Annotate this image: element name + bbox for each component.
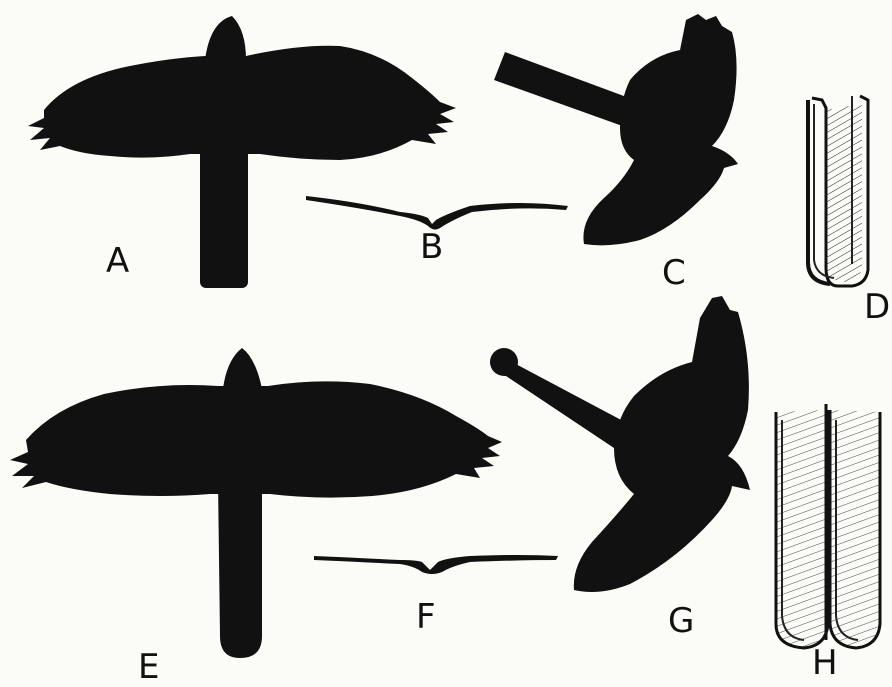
- hawk-side-silhouette-long-tail-icon: [490, 296, 750, 592]
- figure-label-h: H: [812, 646, 838, 680]
- figure-label-e: E: [138, 650, 159, 684]
- figure-label-g: G: [668, 604, 694, 638]
- soaring-hawk-silhouette-icon: [28, 16, 456, 288]
- hawk-wing-profile-icon: [306, 196, 568, 230]
- figure-label-f: F: [416, 600, 436, 634]
- figure-label-a: A: [106, 244, 129, 278]
- hawk-side-silhouette-icon: [494, 14, 738, 245]
- tail-feather-tips-rounded-icon: [776, 404, 880, 648]
- figure-label-c: C: [662, 256, 686, 290]
- hawk-wing-profile-flat-icon: [314, 555, 558, 574]
- figure-label-b: B: [420, 230, 443, 264]
- figure-label-d: D: [864, 290, 890, 324]
- tail-feather-tips-icon: [808, 96, 868, 286]
